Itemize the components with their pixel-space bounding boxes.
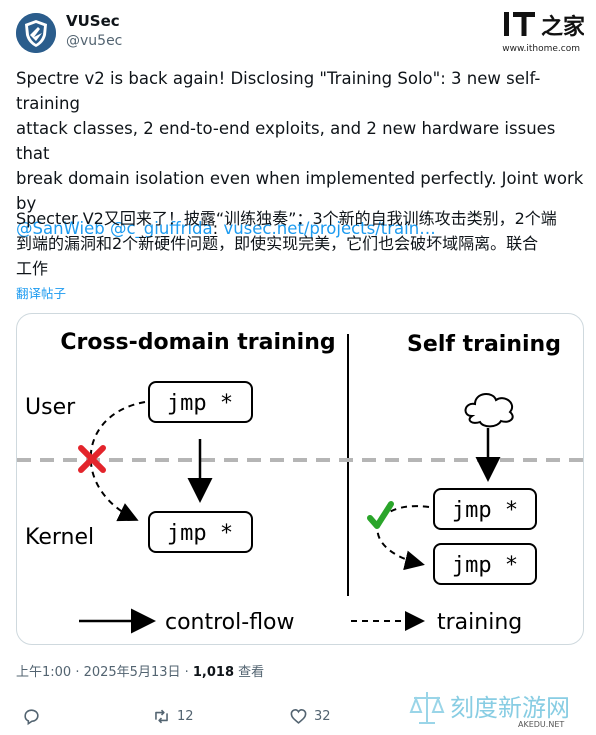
reply-icon [24,709,39,726]
watermark-logo: 刻度新游网 AKEDU.NET [409,692,570,729]
left-title: Cross-domain training [60,330,335,355]
tweet-line: break domain isolation even when impleme… [16,169,584,213]
mention-giuffrida[interactable]: @c_giuffrida [109,219,213,238]
colon: : [212,219,219,238]
translated-line: 到端的漏洞和2个新硬件问题，即使实现完美，它们也会破坏域隔离。联合 [16,234,539,253]
cross-domain-training-arrow [89,401,146,522]
timestamp-views: 上午1:00 · 2025年5月13日 · 1,018 查看 [16,661,264,680]
author-name[interactable]: VUSec [66,12,120,30]
translated-line: Specter V2又回来了！披露“训练独奏”：3个新的自我训练攻击类别，2个端 [16,209,557,228]
kernel-label: Kernel [25,525,94,550]
user-jmp-text: jmp * [167,391,233,416]
tweet-line: @SanWieb @c_giuffrida: vusec.net/project… [16,216,586,241]
heart-icon [290,708,307,724]
action-bar: 12 32 [0,707,596,731]
tweet-line: Spectre v2 is back again! Disclosing "Tr… [16,69,541,113]
svg-text:之家: 之家 [541,14,584,40]
views-count: 1,018 [192,665,235,680]
author-handle[interactable]: @vu5ec [66,33,123,49]
self-jmp-box-2 [433,543,537,585]
legend-control-flow-label: control-flow [165,610,295,635]
like-count: 32 [314,709,331,724]
retweet-count: 12 [177,709,194,724]
self-jmp-text-1: jmp * [452,498,518,523]
kernel-jmp-box [148,511,253,553]
self-jmp-text-2: jmp * [452,553,518,578]
translated-text: Specter V2又回来了！披露“训练独奏”：3个新的自我训练攻击类别，2个端… [16,206,582,281]
tweet-line: attack classes, 2 end-to-end exploits, a… [16,119,556,163]
cross-icon [78,445,106,473]
scale-icon [409,692,445,724]
training-diagram: Cross-domain training Self training User… [17,330,583,635]
retweet-icon [155,709,168,724]
shield-logo-icon [16,13,56,53]
cloud-icon [464,393,514,428]
translate-post-link[interactable]: 翻译帖子 [16,286,67,301]
timestamp[interactable]: 上午1:00 · 2025年5月13日 · [16,665,193,680]
like-button[interactable]: 32 [289,707,331,726]
ithome-url: www.ithome.com [502,44,580,54]
media-image[interactable]: Cross-domain training Self training User… [16,313,584,645]
kernel-jmp-text: jmp * [167,521,233,546]
ithome-logo: 之家 [504,12,584,40]
self-jmp-box-1 [433,488,537,530]
retweet-button[interactable]: 12 [152,707,194,726]
translated-line: 工作 [16,259,49,278]
right-title: Self training [407,332,561,357]
legend-training-label: training [437,610,522,635]
watermark-text: 刻度新游网 [450,694,570,722]
user-label: User [25,395,76,420]
views-label: 查看 [234,665,265,680]
tweet-text: Spectre v2 is back again! Disclosing "Tr… [16,66,586,241]
reply-button[interactable] [22,707,41,726]
user-jmp-box [148,381,253,423]
check-icon [367,501,394,529]
project-link[interactable]: vusec.net/projects/train… [223,219,436,238]
avatar[interactable] [16,13,56,53]
mention-sanwieb[interactable]: @SanWieb [16,219,105,238]
watermark-url: AKEDU.NET [518,720,564,729]
